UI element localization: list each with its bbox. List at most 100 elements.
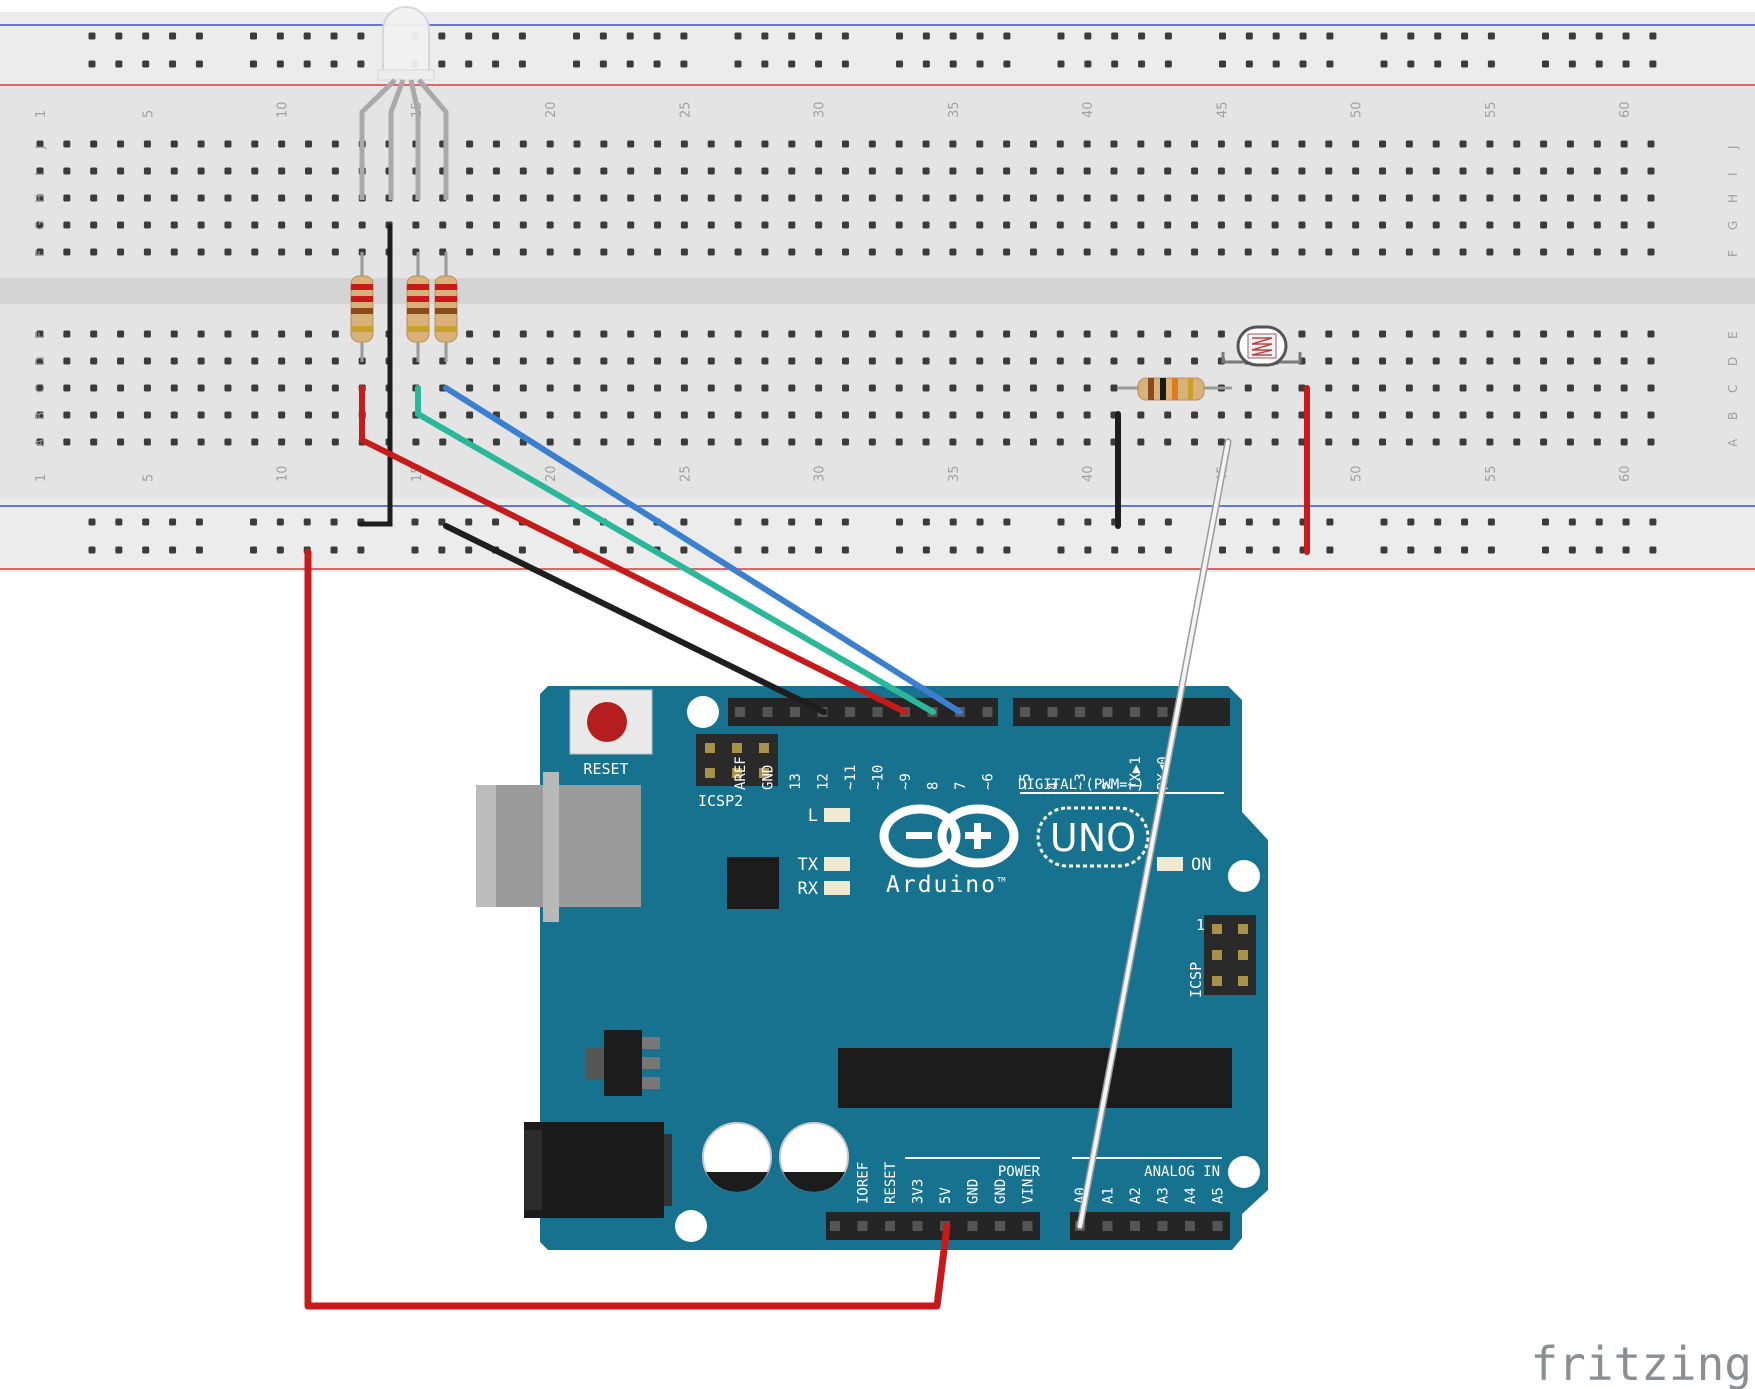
rail-hole: [573, 32, 580, 40]
breadboard-hole: [868, 438, 876, 446]
rail-hole: [626, 32, 634, 40]
breadboard-hole: [734, 411, 742, 419]
analog-pin-label: A4: [1183, 1187, 1199, 1204]
breadboard-hole: [251, 330, 259, 338]
rail-hole: [1057, 546, 1065, 554]
breadboard-hole: [117, 167, 125, 175]
column-number-label: 30: [813, 465, 828, 482]
breadboard-hole: [1191, 167, 1199, 175]
breadboard-hole: [573, 140, 581, 148]
breadboard-hole: [707, 384, 715, 392]
rail-hole: [1111, 32, 1119, 40]
breadboard-hole: [949, 167, 957, 175]
rail-hole: [815, 546, 823, 554]
breadboard-hole: [1191, 438, 1199, 446]
breadboard-hole: [1620, 330, 1628, 338]
breadboard-hole: [90, 194, 98, 202]
breadboard-hole: [600, 221, 608, 229]
breadboard-hole: [1459, 438, 1467, 446]
breadboard-hole: [170, 411, 178, 419]
breadboard-hole: [1110, 384, 1118, 392]
breadboard-hole: [546, 140, 554, 148]
icsp2-header: [696, 734, 778, 786]
rail-hole: [1272, 32, 1280, 40]
breadboard-hole: [1352, 167, 1360, 175]
fritzing-watermark: fritzing: [1530, 1337, 1752, 1389]
rail-hole: [1542, 60, 1549, 68]
breadboard-hole: [573, 411, 581, 419]
rail-hole: [1542, 32, 1549, 40]
rail-hole: [1407, 32, 1415, 40]
breadboard-hole: [1540, 411, 1548, 419]
analog-header: [1070, 1212, 1230, 1240]
rail-hole: [330, 60, 338, 68]
breadboard-hole: [788, 411, 796, 419]
breadboard-hole: [305, 357, 312, 365]
rail-hole: [115, 518, 123, 526]
breadboard-hole: [842, 411, 849, 419]
breadboard-hole: [1325, 330, 1333, 338]
mounting-hole: [1228, 860, 1260, 892]
breadboard-hole: [680, 357, 688, 365]
rail-hole: [88, 546, 96, 554]
breadboard-hole: [278, 140, 286, 148]
breadboard-hole: [868, 140, 876, 148]
breadboard-hole: [600, 438, 608, 446]
breadboard-hole: [546, 330, 554, 338]
breadboard-hole: [1486, 167, 1494, 175]
breadboard-hole: [1352, 221, 1360, 229]
column-number-label: 10: [276, 465, 291, 482]
breadboard-hole: [1459, 140, 1467, 148]
rail-hole: [976, 60, 984, 68]
breadboard-hole: [439, 438, 447, 446]
breadboard-hole: [788, 330, 796, 338]
breadboard-hole: [1620, 194, 1628, 202]
breadboard-hole: [1593, 194, 1601, 202]
breadboard-hole: [949, 221, 957, 229]
reset-button-cap[interactable]: [587, 702, 627, 742]
breadboard-hole: [815, 411, 823, 419]
breadboard-hole: [788, 140, 796, 148]
breadboard-hole: [761, 194, 769, 202]
breadboard-hole: [895, 411, 903, 419]
rail-hole: [680, 32, 688, 40]
breadboard-hole: [197, 194, 205, 202]
usb-connector-flange: [543, 772, 559, 922]
breadboard-hole: [1110, 357, 1118, 365]
rgb-led-legs: [359, 78, 449, 200]
breadboard-hole: [949, 248, 957, 256]
bottom-power-rail: [0, 498, 1755, 572]
breadboard-hole: [1593, 140, 1601, 148]
rail-hole: [573, 60, 580, 68]
rail-hole: [573, 518, 580, 526]
breadboard-hole: [143, 194, 151, 202]
breadboard-hole: [1566, 438, 1574, 446]
breadboard-hole: [1593, 357, 1601, 365]
rail-hole: [1057, 518, 1065, 526]
breadboard-hole: [868, 411, 876, 419]
breadboard-hole: [1486, 438, 1494, 446]
breadboard-hole: [170, 140, 178, 148]
column-number-label: 55: [1484, 101, 1499, 118]
breadboard-hole: [170, 194, 178, 202]
breadboard-hole: [1083, 194, 1091, 202]
mounting-hole: [675, 1210, 707, 1242]
top-power-rail: [0, 12, 1755, 86]
rail-hole: [734, 546, 742, 554]
breadboard-hole: [1244, 140, 1252, 148]
breadboard-hole: [1379, 330, 1386, 338]
rail-hole: [169, 518, 177, 526]
breadboard-hole: [63, 167, 71, 175]
breadboard-hole: [1056, 140, 1064, 148]
breadboard-hole: [1352, 411, 1360, 419]
breadboard-hole: [976, 221, 984, 229]
breadboard-hole: [1379, 167, 1386, 175]
breadboard-hole: [36, 411, 44, 419]
breadboard-hole: [63, 221, 71, 229]
breadboard-hole: [868, 330, 876, 338]
column-number-label: 60: [1618, 465, 1633, 482]
rail-hole: [841, 60, 849, 68]
breadboard-hole: [1352, 357, 1360, 365]
breadboard-hole: [1352, 438, 1360, 446]
rail-hole: [88, 32, 96, 40]
